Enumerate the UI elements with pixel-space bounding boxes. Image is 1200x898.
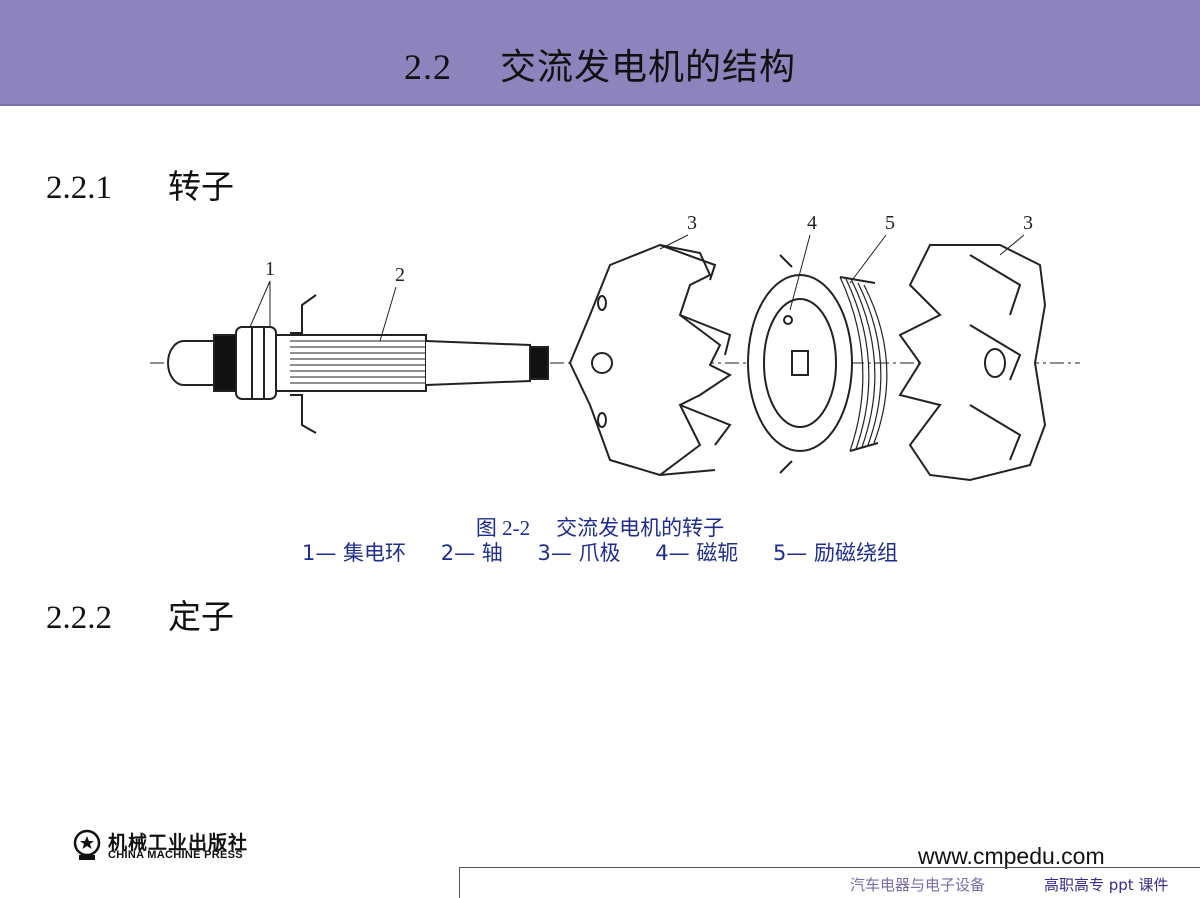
footer-label: 高职高专 ppt 课件 xyxy=(1044,876,1169,894)
legend-item: 3— 爪极 xyxy=(537,541,621,565)
slide-title: 2.2 交流发电机的结构 xyxy=(0,38,1200,90)
slide-title-number: 2.2 xyxy=(403,47,452,87)
slide-title-text: 交流发电机的结构 xyxy=(499,47,796,88)
publisher-logo: 机械工业出版社 CHINA MACHINE PRESS xyxy=(70,828,270,864)
section-title: 定子 xyxy=(168,597,234,636)
rotor-exploded-diagram: 1 2 3 4 5 3 xyxy=(150,212,1080,482)
callout-3-left: 3 xyxy=(687,212,697,234)
publisher-name-en: CHINA MACHINE PRESS xyxy=(108,849,243,861)
figure-title: 交流发电机的转子 xyxy=(556,516,725,540)
callout-4: 4 xyxy=(807,212,817,234)
callout-2: 2 xyxy=(395,264,405,286)
section-number: 2.2.1 xyxy=(46,170,112,206)
publisher-seal-icon xyxy=(73,829,101,860)
section-title: 转子 xyxy=(168,167,234,206)
callout-5: 5 xyxy=(885,212,895,234)
publisher-url[interactable]: www.cmpedu.com xyxy=(918,843,1105,869)
section-heading-stator: 2.2.2 定子 xyxy=(46,590,234,638)
figure-caption: 图 2-2 交流发电机的转子 xyxy=(0,512,1200,542)
callout-1: 1 xyxy=(265,258,275,280)
figure-number: 图 2-2 xyxy=(475,516,531,540)
footer-course: 汽车电器与电子设备 xyxy=(850,876,986,894)
slide-header: 2.2 交流发电机的结构 xyxy=(0,0,1200,106)
legend-item: 2— 轴 xyxy=(440,541,503,565)
legend-item: 1— 集电环 xyxy=(302,541,407,565)
legend-item: 4— 磁轭 xyxy=(655,541,739,565)
section-heading-rotor: 2.2.1 转子 xyxy=(46,160,234,208)
footer-bar xyxy=(459,867,1200,898)
figure-legend: 1— 集电环 2— 轴 3— 爪极 4— 磁轭 5— 励磁绕组 xyxy=(0,537,1200,567)
section-number: 2.2.2 xyxy=(46,600,112,636)
legend-item: 5— 励磁绕组 xyxy=(772,541,898,565)
publisher-name-cn: 机械工业出版社 xyxy=(108,832,249,854)
callout-3-right: 3 xyxy=(1023,212,1033,234)
